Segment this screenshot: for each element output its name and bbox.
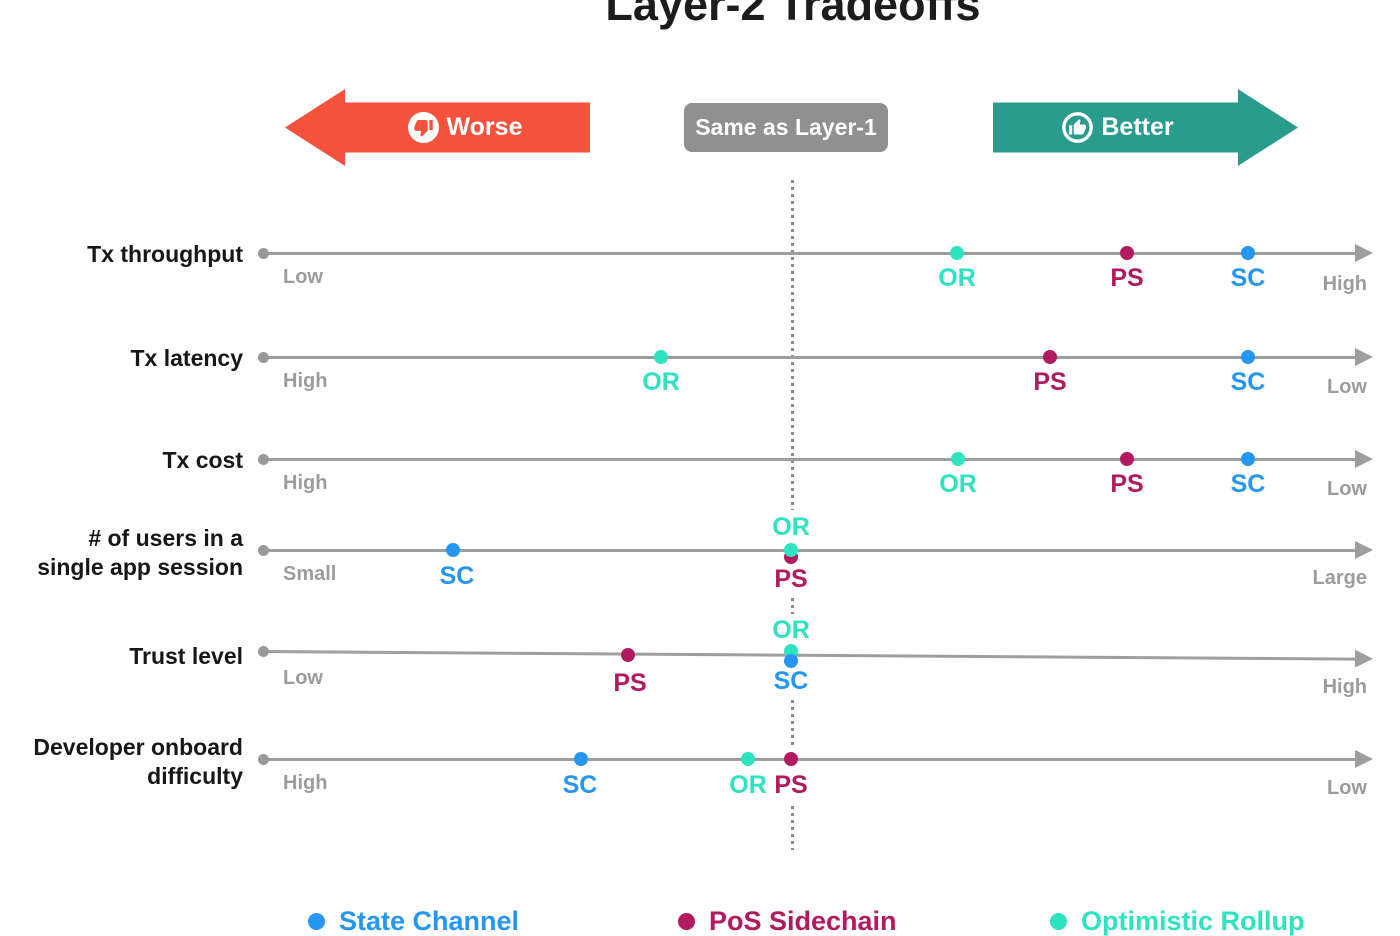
legend-dot-state-channel xyxy=(308,913,325,930)
point-or xyxy=(741,752,755,766)
same-as-layer1-label: Same as Layer-1 xyxy=(695,114,877,140)
axis-title: # of users in a single app session xyxy=(37,525,243,580)
axis-line xyxy=(258,540,1373,559)
point-label-ps: PS xyxy=(774,565,808,593)
axis-arrowhead-icon xyxy=(1355,243,1373,262)
legend-label: Optimistic Rollup xyxy=(1081,906,1305,936)
point-label-or: OR xyxy=(772,616,810,644)
point-or xyxy=(951,452,965,466)
axis-min-label: High xyxy=(283,370,328,392)
axis-line xyxy=(258,749,1373,768)
point-ps xyxy=(1120,246,1134,260)
axis-start-dot xyxy=(258,247,269,259)
point-label-sc: SC xyxy=(562,771,598,799)
legend-label: State Channel xyxy=(339,906,520,936)
point-label-sc: SC xyxy=(1230,470,1266,498)
point-sc xyxy=(446,543,460,557)
axis-min-label: Small xyxy=(283,563,337,585)
legend-item-pos-sidechain: PoS Sidechain xyxy=(678,906,897,936)
axis-title: Tx latency xyxy=(130,345,244,371)
axis-title: Tx throughput xyxy=(87,241,243,267)
point-ps xyxy=(1043,350,1057,364)
axis-min-label: Low xyxy=(283,667,323,689)
point-label-or: OR xyxy=(729,771,767,799)
thumbs-up-icon xyxy=(1062,112,1094,143)
point-label-or: OR xyxy=(938,264,976,292)
axis-min-label: High xyxy=(283,472,328,494)
same-as-layer1-dotted-line xyxy=(791,700,794,747)
point-label-sc: SC xyxy=(1230,368,1266,396)
axis-start-dot xyxy=(258,453,269,465)
point-or xyxy=(950,246,964,260)
same-as-layer1-dotted-line xyxy=(791,180,794,510)
legend-dot-pos-sidechain xyxy=(678,913,695,930)
better-arrow-label: Better xyxy=(1101,113,1174,141)
axis-arrowhead-icon xyxy=(1355,540,1373,559)
axis-arrowhead-icon xyxy=(1355,749,1373,768)
page-title: Layer-2 Tradeoffs xyxy=(605,0,981,30)
point-label-or: OR xyxy=(642,368,680,396)
point-ps xyxy=(784,752,798,766)
point-or xyxy=(654,350,668,364)
point-label-ps: PS xyxy=(613,669,647,697)
axis-max-label: Low xyxy=(1327,478,1367,500)
point-ps xyxy=(621,648,635,662)
axis-max-label: Large xyxy=(1312,567,1367,589)
legend-item-optimistic-rollup: Optimistic Rollup xyxy=(1050,906,1305,936)
point-sc xyxy=(784,654,798,668)
axis-arrowhead-icon xyxy=(1355,347,1373,366)
point-label-ps: PS xyxy=(1033,368,1067,396)
axis-max-label: Low xyxy=(1327,777,1367,799)
legend-dot-optimistic-rollup xyxy=(1050,913,1067,930)
same-as-layer1-dotted-line xyxy=(791,598,794,614)
point-label-sc: SC xyxy=(439,562,475,590)
point-or xyxy=(784,543,798,557)
point-sc xyxy=(574,752,588,766)
axis-title: Developer onboard difficulty xyxy=(33,734,243,789)
axis-title: Tx cost xyxy=(162,447,243,473)
axis-max-label: High xyxy=(1322,676,1367,698)
legend-item-state-channel: State Channel xyxy=(308,906,519,936)
axis-line xyxy=(258,243,1373,262)
point-label-or: OR xyxy=(939,470,977,498)
axis-max-label: High xyxy=(1322,273,1367,295)
same-as-layer1-dotted-line xyxy=(791,806,794,850)
same-as-layer1-badge: Same as Layer-1 xyxy=(684,103,888,152)
point-label-ps: PS xyxy=(1110,470,1144,498)
axis-line xyxy=(258,347,1373,366)
axis-start-dot xyxy=(258,544,269,556)
axis-arrowhead-icon xyxy=(1355,449,1373,468)
point-label-sc: SC xyxy=(773,667,809,695)
point-sc xyxy=(1241,350,1255,364)
point-sc xyxy=(1241,452,1255,466)
point-label-sc: SC xyxy=(1230,264,1266,292)
axis-min-label: Low xyxy=(283,266,323,288)
legend-label: PoS Sidechain xyxy=(709,906,897,936)
axis-start-dot xyxy=(258,351,269,363)
axis-min-label: High xyxy=(283,772,328,794)
thumbs-down-icon xyxy=(407,112,439,143)
worse-arrow-label: Worse xyxy=(446,113,523,141)
point-label-or: OR xyxy=(772,513,810,541)
point-sc xyxy=(1241,246,1255,260)
axis-max-label: Low xyxy=(1327,376,1367,398)
axis-start-dot xyxy=(258,753,269,765)
axis-line xyxy=(258,449,1373,468)
axis-title: Trust level xyxy=(129,643,243,669)
point-label-ps: PS xyxy=(1110,264,1144,292)
point-label-ps: PS xyxy=(774,771,808,799)
point-ps xyxy=(1120,452,1134,466)
